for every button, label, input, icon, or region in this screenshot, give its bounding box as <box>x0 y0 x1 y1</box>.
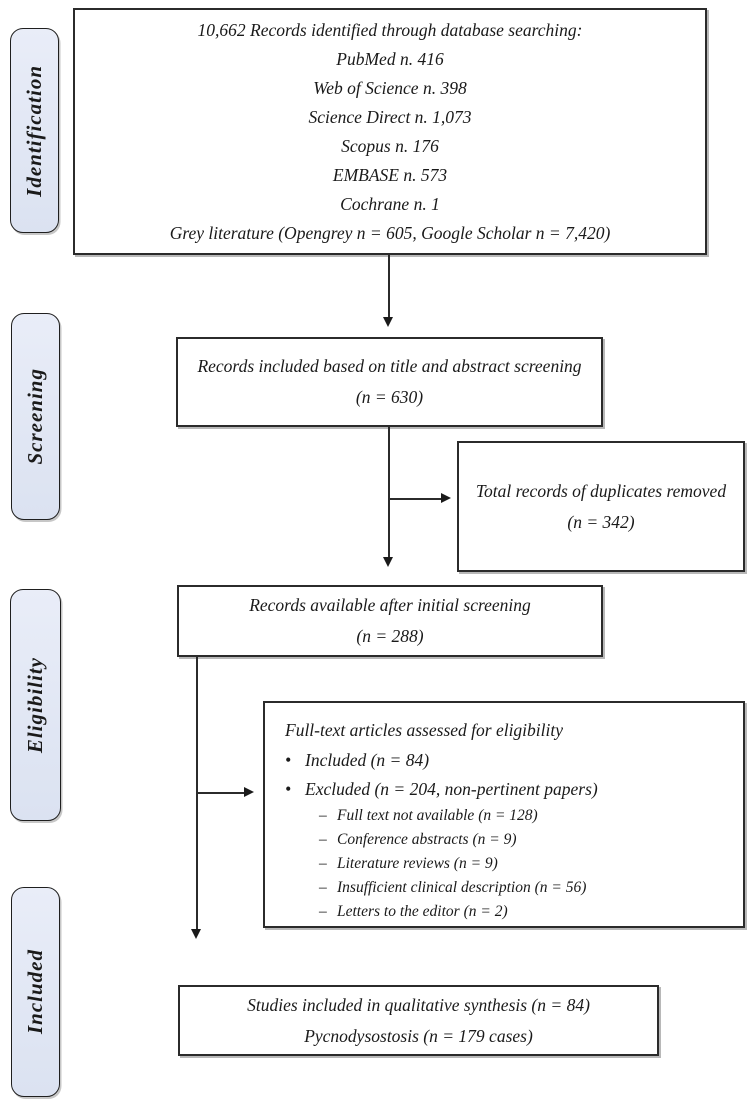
duplicates-count: (n = 342) <box>567 511 635 532</box>
fulltext-subitem-text: Full text not available (n = 128) <box>337 807 538 824</box>
connector-line <box>196 657 198 930</box>
bullet-icon: • <box>285 750 292 770</box>
stage-screening-label: Screening <box>23 368 47 465</box>
records-identified-line: PubMed n. 416 <box>336 48 444 69</box>
fulltext-bullet-text: Included (n = 84) <box>305 750 430 770</box>
fulltext-subitem: – Conference abstracts (n = 9) <box>285 828 733 852</box>
records-identified-line: Science Direct n. 1,073 <box>308 106 472 127</box>
synthesis-line: Studies included in qualitative synthesi… <box>247 994 590 1015</box>
box-after-initial-screening: Records available after initial screenin… <box>177 585 603 657</box>
fulltext-bullet-included: • Included (n = 84) <box>285 746 733 775</box>
arrow-right-icon <box>441 493 451 503</box>
box-title-abstract-screening: Records included based on title and abst… <box>176 337 603 427</box>
dash-icon: – <box>319 879 327 896</box>
fulltext-subitem-text: Letters to the editor (n = 2) <box>337 903 508 920</box>
stage-eligibility-label: Eligibility <box>23 656 47 754</box>
connector-line <box>388 498 442 500</box>
arrow-down-icon <box>383 317 393 327</box>
stage-identification: Identification <box>10 28 59 233</box>
box-records-identified: 10,662 Records identified through databa… <box>73 8 707 255</box>
fulltext-bullet-text: Excluded (n = 204, non-pertinent papers) <box>305 779 598 799</box>
fulltext-subitem-text: Conference abstracts (n = 9) <box>337 831 517 848</box>
screening-count: (n = 630) <box>355 387 424 407</box>
arrow-down-icon <box>191 929 201 939</box>
fulltext-subitem-text: Literature reviews (n = 9) <box>337 855 498 872</box>
synthesis-cases: Pycnodysostosis (n = 179 cases) <box>304 1025 533 1046</box>
available-line: Records available after initial screenin… <box>249 595 531 615</box>
fulltext-subitem: – Letters to the editor (n = 2) <box>285 900 733 924</box>
records-identified-line: 10,662 Records identified through databa… <box>197 19 583 40</box>
dash-icon: – <box>319 855 327 872</box>
connector-line <box>196 792 245 794</box>
bullet-icon: • <box>285 779 292 799</box>
stage-included: Included <box>11 887 60 1097</box>
records-identified-line: EMBASE n. 573 <box>332 164 448 185</box>
dash-icon: – <box>319 807 327 824</box>
box-qualitative-synthesis: Studies included in qualitative synthesi… <box>178 985 659 1056</box>
available-count: (n = 288) <box>356 626 424 646</box>
stage-screening: Screening <box>11 313 60 520</box>
fulltext-subitem: – Full text not available (n = 128) <box>285 804 733 828</box>
fulltext-subitem-text: Insufficient clinical description (n = 5… <box>337 879 587 896</box>
stage-eligibility: Eligibility <box>10 589 61 821</box>
dash-icon: – <box>319 831 327 848</box>
screening-line: Records included based on title and abst… <box>197 356 582 376</box>
records-identified-line: Grey literature (Opengrey n = 605, Googl… <box>169 222 611 243</box>
box-fulltext-assessed: Full-text articles assessed for eligibil… <box>263 701 745 928</box>
arrow-right-icon <box>244 787 254 797</box>
fulltext-subitem: – Insufficient clinical description (n =… <box>285 876 733 900</box>
arrow-down-icon <box>383 557 393 567</box>
stage-identification-label: Identification <box>22 64 46 197</box>
duplicates-line: Total records of duplicates removed <box>475 480 727 501</box>
fulltext-subitem: – Literature reviews (n = 9) <box>285 852 733 876</box>
records-identified-line: Web of Science n. 398 <box>313 77 467 98</box>
stage-included-label: Included <box>23 949 47 1035</box>
records-identified-line: Cochrane n. 1 <box>340 193 440 214</box>
box-duplicates-removed: Total records of duplicates removed (n =… <box>457 441 745 572</box>
fulltext-bullet-excluded: • Excluded (n = 204, non-pertinent paper… <box>285 775 733 804</box>
records-identified-line: Scopus n. 176 <box>341 135 439 156</box>
fulltext-title: Full-text articles assessed for eligibil… <box>285 720 564 740</box>
connector-line <box>388 427 390 558</box>
dash-icon: – <box>319 903 327 920</box>
connector-line <box>388 255 390 318</box>
